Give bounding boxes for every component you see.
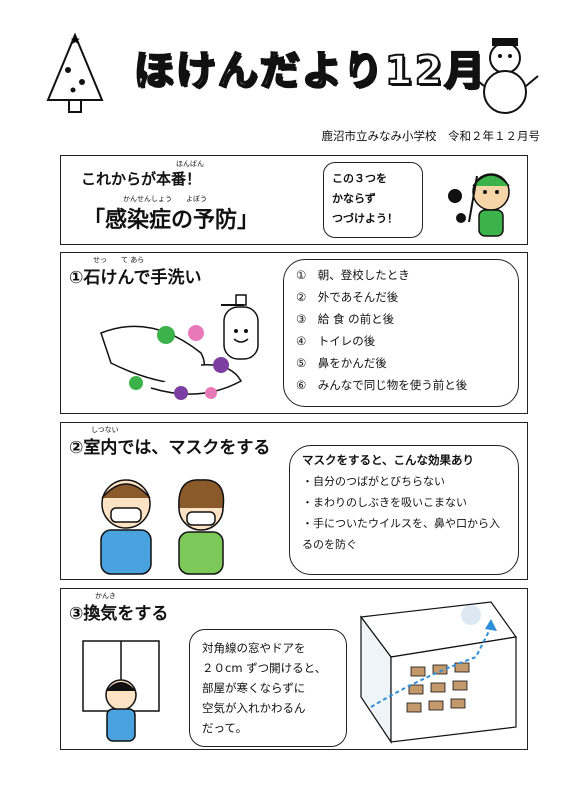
handwash-item-3: ③ 給 食 の前と後	[296, 312, 395, 326]
ruby-honban: ほんばん	[176, 160, 204, 168]
classroom-ventilation-illustration	[359, 601, 518, 744]
children-mask-illustration	[100, 479, 225, 575]
section3-title: ③換気をする	[69, 604, 169, 624]
handwash-item-6: ⑥ みんなで同じ物を使う前と後	[296, 378, 468, 392]
mask-item-1: ・自分のつばがとびちらない	[302, 475, 445, 488]
intro-bubble-line-3: つづけよう！	[332, 212, 398, 225]
mascot-icon	[448, 173, 510, 237]
intro-box: ほんばん これからが本番！ かんせんしょう よぼう 「感染症の予防」 この３つを…	[60, 155, 528, 245]
vent-line-1: 対角線の窓やドアを	[202, 641, 306, 655]
handwash-item-4: ④ トイレの後	[296, 334, 376, 348]
mask-item-3: ・手についたウイルスを、鼻や口から入るのを防ぐ	[302, 517, 500, 551]
child-window-illustration	[82, 640, 160, 742]
ruby-kansensho: かんせんしょう よぼう	[123, 195, 207, 203]
mask-item-2: ・まわりのしぶきを吸いこまない	[302, 496, 467, 509]
christmas-tree-icon: ★	[46, 32, 104, 113]
intro-main: 「感染症の予防」	[83, 208, 260, 233]
school-line: 鹿沼市立みなみ小学校 令和２年１２月号	[321, 129, 541, 143]
intro-bubble-line-1: この３つを	[332, 172, 387, 185]
section2-title: ②室内では、マスクをする	[69, 438, 271, 458]
handwash-item-2: ② 外であそんだ後	[296, 290, 399, 304]
mask-bubble-title: マスクをすると、こんな効果あり	[302, 453, 475, 467]
snowman-icon	[471, 38, 539, 114]
vent-line-5: だって。	[202, 721, 248, 735]
section-mask: しつない ②室内では、マスクをする マスクをすると、こんな効果あり ・自分のつば…	[60, 422, 528, 580]
vent-line-3: 部屋が寒くならずに	[202, 681, 306, 695]
section1-title: ①石けんで手洗い	[69, 268, 202, 288]
intro-bubble: この３つを かならず つづけよう！	[323, 162, 423, 238]
section-ventilation: かんき ③換気をする 対角線の窓やドアを ２０cm ずつ開けると、 部屋が寒くな…	[60, 588, 528, 750]
vent-line-4: 空気が入れかわるん	[202, 701, 306, 715]
section1-ruby: せっ て あら	[93, 256, 145, 264]
header: ★ ほけんだより12月	[20, 10, 546, 120]
vent-line-2: ２０cm ずつ開けると、	[202, 661, 327, 675]
page-title: ほけんだより12月	[133, 47, 487, 95]
intro-bubble-line-2: かならず	[332, 192, 376, 205]
handwash-item-5: ⑤ 鼻をかんだ後	[296, 356, 387, 370]
svg-text:★: ★	[70, 33, 81, 47]
soap-bottle-icon	[221, 294, 259, 360]
intro-headline: これからが本番！	[81, 170, 202, 188]
section1-bubble: ① 朝、登校したとき ② 外であそんだ後 ③ 給 食 の前と後 ④ トイレの後 …	[283, 259, 519, 407]
section3-ruby: かんき	[95, 592, 116, 600]
handwash-item-1: ① 朝、登校したとき	[296, 268, 410, 282]
section3-bubble: 対角線の窓やドアを ２０cm ずつ開けると、 部屋が寒くならずに 空気が入れかわ…	[189, 629, 347, 747]
section2-ruby: しつない	[91, 426, 119, 434]
section-handwashing: せっ て あら ①石けんで手洗い ① 朝、登校したとき ② 外であそんだ後 ③ …	[60, 252, 528, 414]
section2-bubble: マスクをすると、こんな効果あり ・自分のつばがとびちらない ・まわりのしぶきを吸…	[289, 445, 519, 575]
